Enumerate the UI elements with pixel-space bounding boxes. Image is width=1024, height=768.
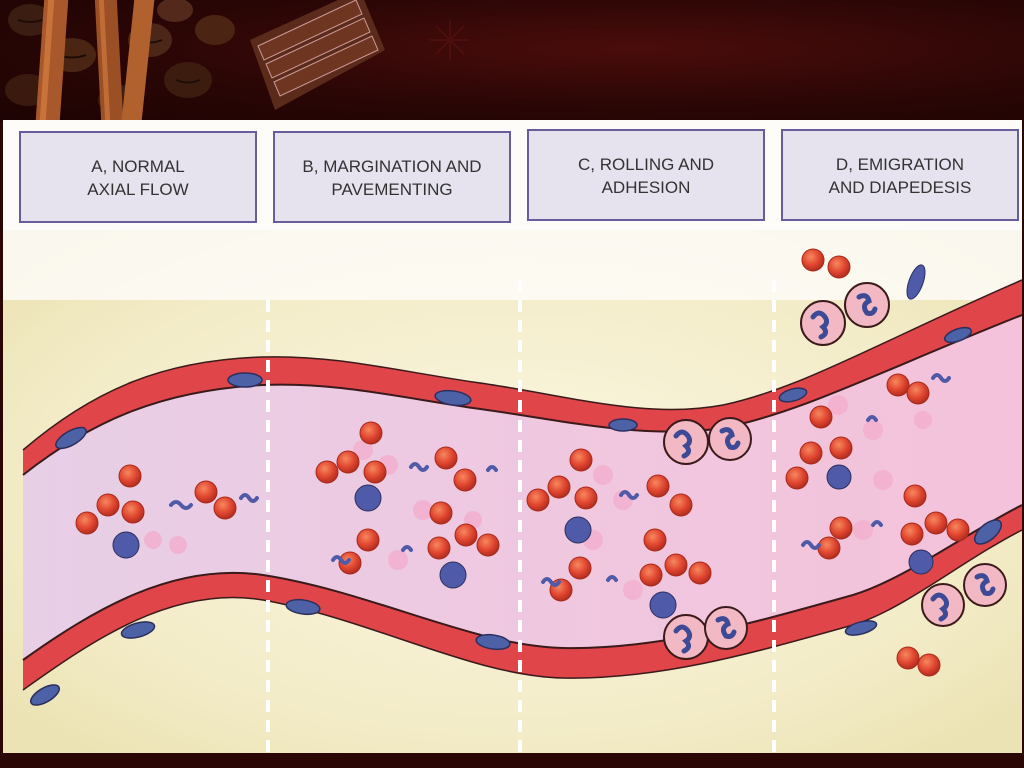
red-blood-cells (75, 248, 970, 677)
inflammation-diagram: A, NORMAL AXIAL FLOW B, MARGINATION AND … (3, 120, 1022, 753)
stage-a-line2: AXIAL FLOW (87, 180, 188, 199)
stage-d-line2: AND DIAPEDESIS (829, 178, 972, 197)
stage-b-line2: PAVEMENTING (331, 180, 452, 199)
stage-separators (266, 280, 776, 753)
vessel-lumen (23, 315, 1022, 660)
neutrophils (663, 264, 1007, 660)
stage-c-line2: ADHESION (602, 178, 691, 197)
stage-c-line1: C, ROLLING AND (578, 155, 714, 174)
stage-label-d: D, EMIGRATION AND DIAPEDESIS (781, 129, 1019, 221)
stage-label-a: A, NORMAL AXIAL FLOW (19, 131, 257, 223)
coffee-cinnamon-chocolate-icon (5, 0, 470, 122)
stage-b-line1: B, MARGINATION AND (302, 157, 481, 176)
vessel-illustration: A, NORMAL AXIAL FLOW B, MARGINATION AND … (3, 129, 1022, 753)
stage-label-c: C, ROLLING AND ADHESION (527, 129, 765, 221)
endothelial-nuclei (29, 326, 1003, 706)
stage-a-line1: A, NORMAL (91, 157, 185, 176)
stage-label-b: B, MARGINATION AND PAVEMENTING (273, 131, 511, 223)
chocolate-bar-icon (250, 0, 385, 110)
cinnamon-sticks-icon (35, 0, 155, 122)
decorative-header-banner (0, 0, 1024, 122)
leukocytes-in-lumen (112, 373, 951, 619)
stage-d-line1: D, EMIGRATION (836, 155, 964, 174)
